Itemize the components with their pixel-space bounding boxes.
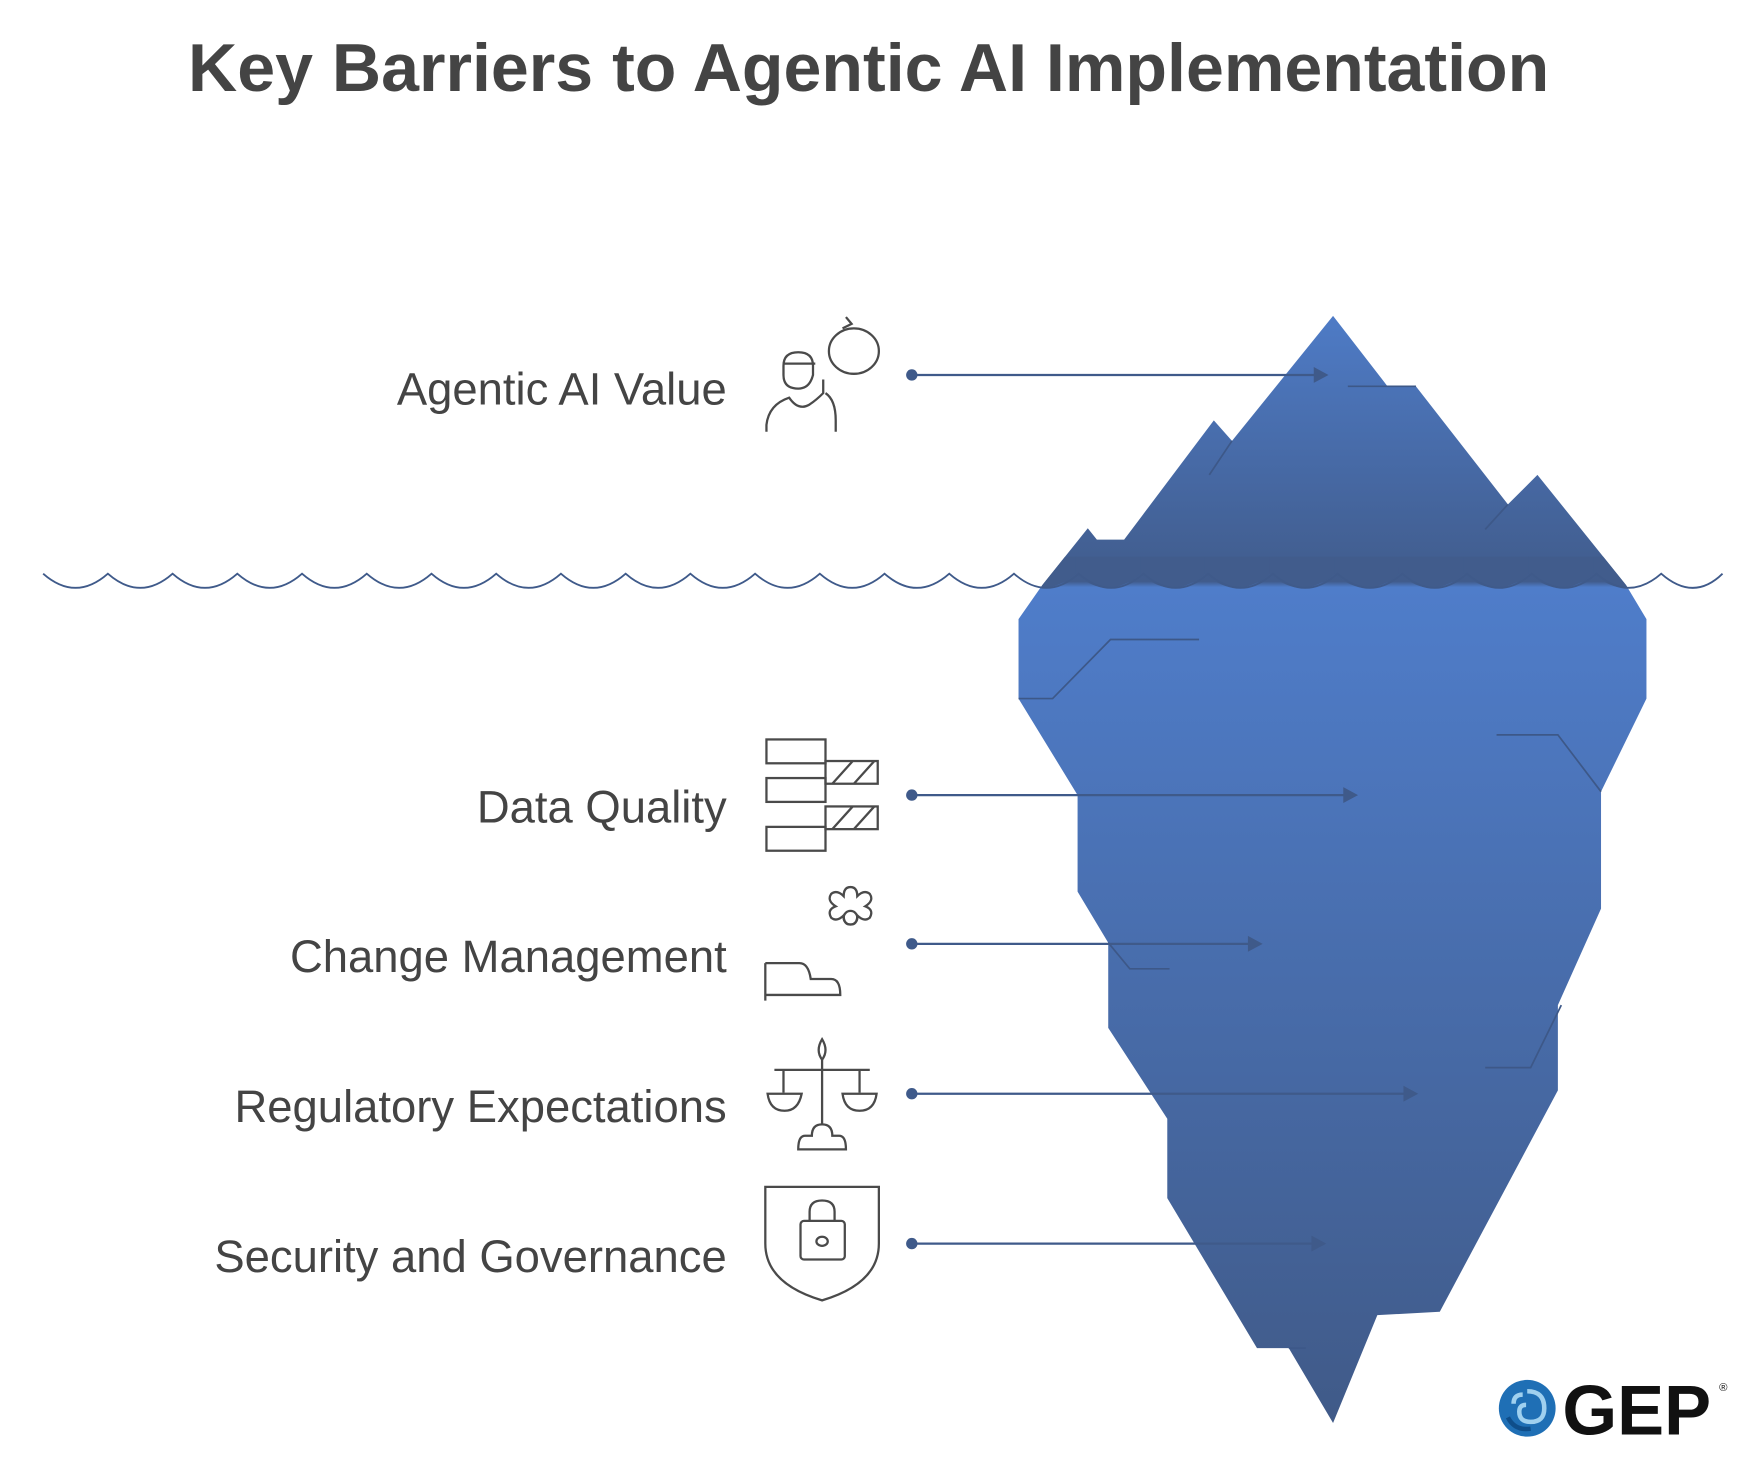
gep-logo-text: GEP [1562,1370,1711,1449]
water-scallop [1075,556,1141,588]
water-scallop [1269,556,1335,588]
water-scallop [1140,556,1205,588]
iceberg [1018,315,1647,1424]
arrow-head-icon [1311,1235,1327,1252]
water-scallop [1463,556,1529,588]
label-change-management: Change Management [290,931,727,982]
data-blocks-icon [765,738,879,852]
label-agentic-ai-value: Agentic AI Value [397,363,727,414]
label-security-governance: Security and Governance [214,1231,726,1282]
water-scallop [1398,556,1464,588]
label-regulatory-expectations: Regulatory Expectations [235,1081,727,1132]
water-scallop [1528,556,1594,588]
water-scallop [1204,556,1270,588]
arrow-head-icon [1403,1085,1419,1102]
shield-lock-icon [764,1185,880,1302]
iceberg-shape [1018,315,1647,1424]
gep-logo: GEP ® [1498,1370,1728,1449]
scales-icon [766,1037,878,1151]
page-title: Key Barriers to Agentic AI Implementatio… [188,30,1549,106]
registered-mark: ® [1719,1382,1728,1394]
arrow-head-icon [1313,367,1329,383]
iceberg-cracks [1018,385,1602,1349]
waterline [42,572,1724,589]
gear-hand-icon [764,885,873,1001]
barrier-labels: Agentic AI Value Data Quality Change Man… [214,363,727,1282]
person-refresh-icon [765,316,880,432]
arrow-head-icon [1343,787,1359,804]
water-scallop [1334,556,1399,588]
label-data-quality: Data Quality [477,781,727,832]
arrow-head-icon [1247,935,1263,952]
connectors [906,367,1419,1252]
